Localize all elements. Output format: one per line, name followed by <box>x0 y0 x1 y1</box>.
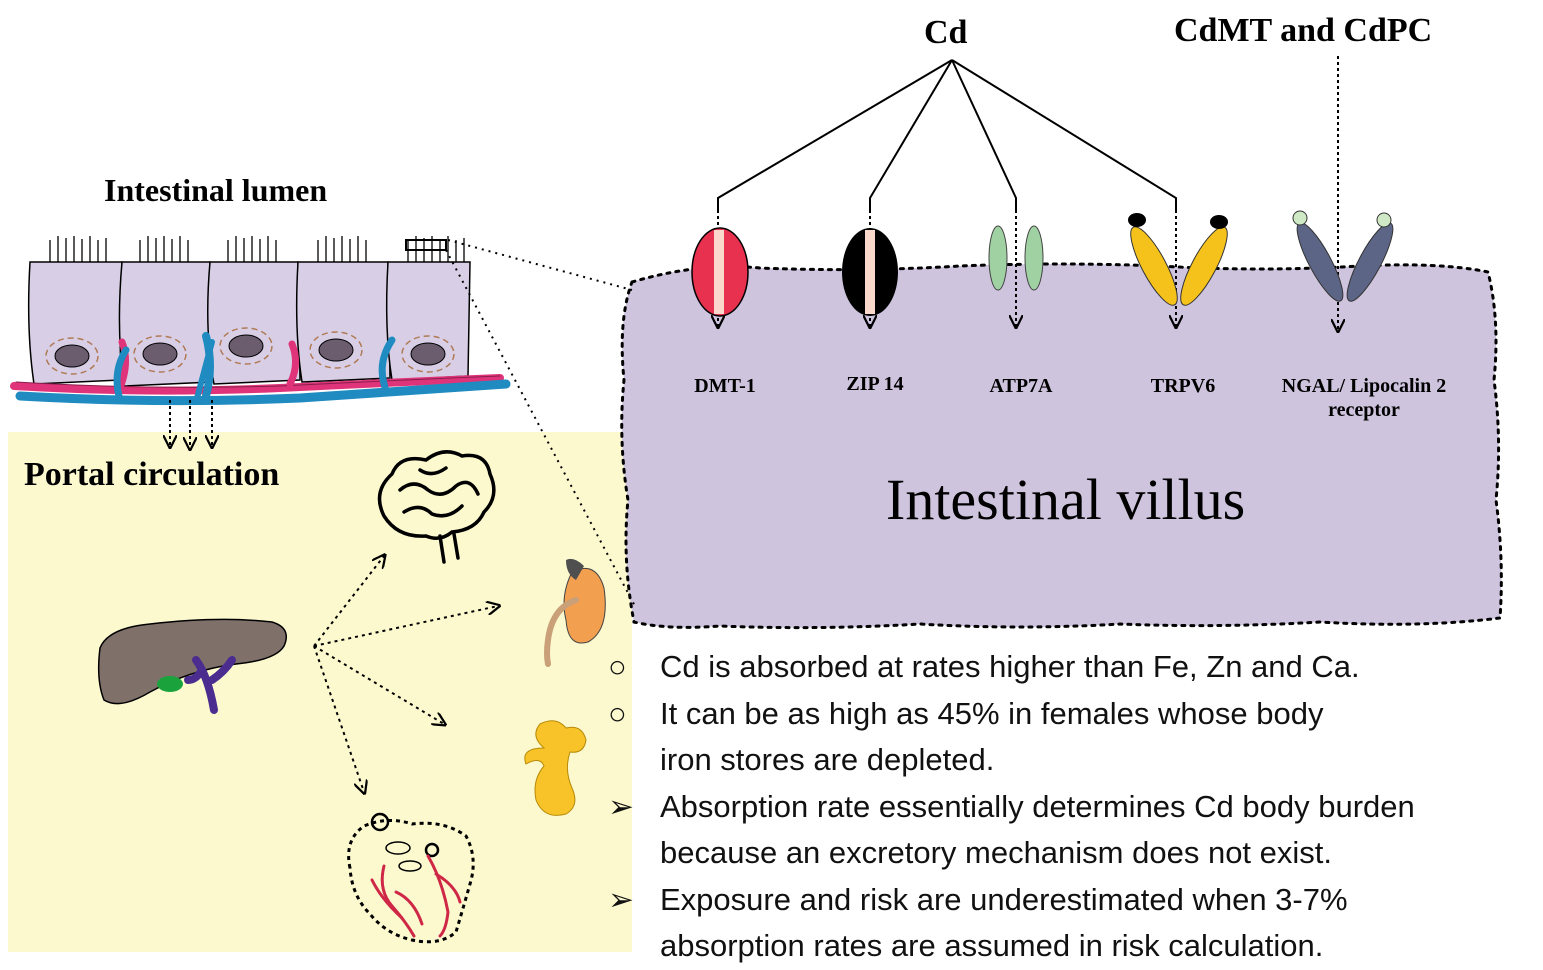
intestinal-lumen-label: Intestinal lumen <box>104 172 328 208</box>
transporter-label-atp7a: ATP7A <box>989 375 1053 397</box>
key-point-line: because an excretory mechanism does not … <box>660 835 1333 870</box>
key-point: ○ It can be as high as 45% in females who… <box>608 691 1538 784</box>
transporter-atp7a <box>988 225 1044 291</box>
key-point: ○ Cd is absorbed at rates higher than Fe,… <box>608 644 1538 691</box>
key-point-line: Exposure and risk are underestimated whe… <box>660 881 1348 917</box>
bone-icon <box>524 720 587 816</box>
key-points-list: ○ Cd is absorbed at rates higher than Fe,… <box>608 644 1538 970</box>
cd-label: Cd <box>924 14 968 51</box>
cd-branch-lines <box>717 59 1177 210</box>
organ-arrows <box>313 556 498 792</box>
key-point-line: absorption rates are assumed in risk cal… <box>660 928 1324 963</box>
cdmt-cdpc-label: CdMT and CdPC <box>1174 12 1433 49</box>
key-point-line: iron stores are depleted. <box>660 742 995 777</box>
key-point-line: It can be as high as 45% in females whos… <box>660 695 1324 731</box>
transporter-trpv6 <box>1128 213 1228 306</box>
portal-arrows <box>170 400 212 448</box>
kidney-icon <box>544 558 606 667</box>
transporter-label-zip14: ZIP 14 <box>846 373 904 395</box>
zoom-lines <box>445 239 637 609</box>
bullet-circle-icon: ○ <box>608 649 627 684</box>
key-point: ➢ Exposure and risk are underestimated wh… <box>608 877 1538 970</box>
transporter-label-ngal: NGAL/ Lipocalin 2 receptor <box>1281 375 1447 421</box>
bullet-arrow-icon: ➢ <box>608 788 634 824</box>
heart-icon <box>347 812 475 944</box>
transporter-zip14 <box>842 228 898 316</box>
transporter-dmt1 <box>691 227 749 317</box>
key-point: ➢ Absorption rate essentially determines … <box>608 784 1538 877</box>
transporter-label-dmt1: DMT-1 <box>694 375 756 397</box>
brain-icon <box>377 450 496 564</box>
intestinal-villus-label: Intestinal villus <box>886 467 1246 532</box>
key-point-line: Cd is absorbed at rates higher than Fe, … <box>660 649 1360 684</box>
blood-vessels <box>10 332 511 406</box>
bullet-arrow-icon: ➢ <box>608 881 634 917</box>
key-point-line: Absorption rate essentially determines C… <box>660 788 1415 824</box>
portal-circulation-label: Portal circulation <box>24 456 280 493</box>
bullet-circle-icon: ○ <box>608 695 627 731</box>
transporter-ngal <box>1292 210 1394 302</box>
intestinal-villus-panel <box>620 262 1503 630</box>
liver-icon <box>97 618 287 714</box>
transporter-label-trpv6: TRPV6 <box>1150 375 1216 397</box>
enterocyte-cells <box>27 236 471 387</box>
